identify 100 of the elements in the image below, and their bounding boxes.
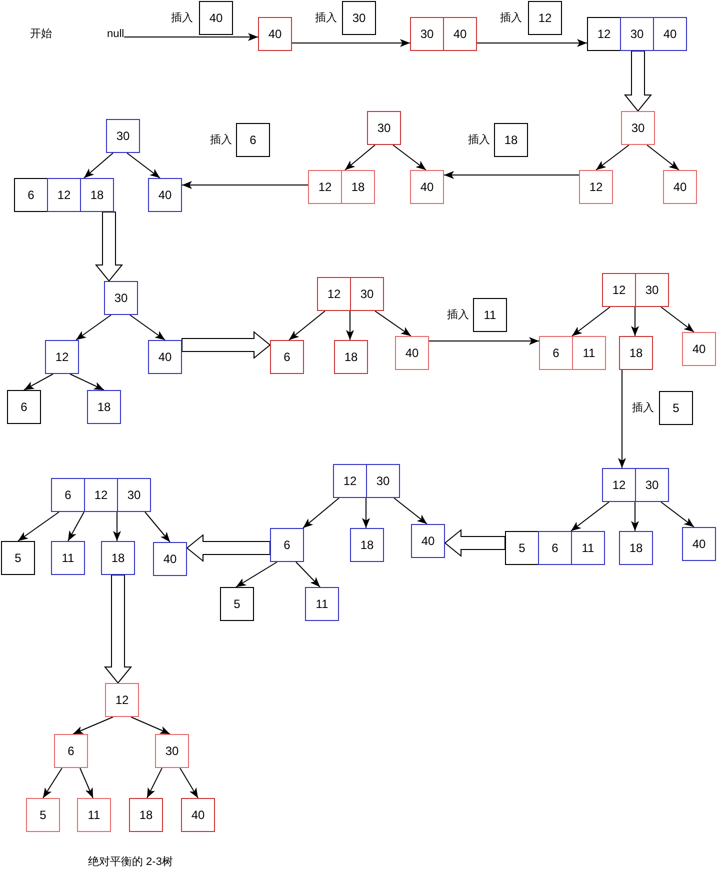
arrow [572,306,610,336]
key-box: 12 [602,468,636,502]
key-box: 30 [620,17,654,51]
key-box: 6 [538,531,572,565]
arrow [80,768,94,798]
block-arrow [94,212,124,282]
key-box: 40 [258,17,292,51]
block-arrow [186,534,270,562]
key-box: 6 [54,734,88,768]
key-box: 12 [308,170,342,204]
key-box: 30 [635,273,669,307]
key-box: 30 [117,478,151,512]
key-box: 12 [587,17,621,51]
key-box: 30 [106,119,140,153]
arrow [476,39,588,47]
key-box: 30 [104,281,138,315]
arrow [631,306,639,336]
block-arrow [182,330,271,360]
key-box: 6 [270,528,304,562]
insert-label: 插入 [500,11,522,25]
arrow [130,716,170,734]
key-box: 12 [317,277,351,311]
key-box: 18 [619,531,653,565]
key-box: 40 [443,17,477,51]
key-box: 5 [220,587,254,621]
arrow [130,314,166,340]
key-box: 6 [7,390,41,424]
key-box: 30 [155,734,189,768]
key-box: 12 [579,170,613,204]
key-box: 30 [366,464,400,498]
key-box: 11 [571,531,605,565]
arrow [42,768,62,798]
key-box: 12 [84,478,118,512]
key-box: 5 [26,798,60,832]
arrow [296,562,320,588]
key-box: 12 [45,340,79,374]
key-box: 30 [621,111,655,145]
insert-label: 插入 [171,11,193,25]
block-arrow [444,528,506,558]
key-box: 30 [367,111,401,145]
arrow [646,144,680,170]
arrow [18,512,60,542]
arrow [444,171,580,179]
key-box: 40 [181,798,215,832]
key-box: 18 [334,340,368,374]
key-box: 11 [473,298,507,332]
arrow [68,512,84,542]
key-box: 40 [410,170,444,204]
key-box: 6 [539,336,573,370]
key-box: 12 [528,1,562,35]
insert-label: 插入 [468,133,490,147]
key-box: 6 [14,178,48,212]
block-arrow [624,50,652,112]
arrow [570,502,610,532]
key-box: 40 [682,527,716,561]
key-box: 18 [101,541,135,575]
insert-label: 插入 [315,11,337,25]
arrow [124,33,258,41]
key-box: 5 [1,541,35,575]
key-box: 40 [148,340,182,374]
key-box: 18 [87,390,121,424]
arrow [84,152,114,178]
arrow [618,370,626,468]
arrow [344,144,376,170]
key-box: 11 [51,541,85,575]
arrow [144,512,170,542]
key-box: 5 [505,531,539,565]
key-box: 40 [682,332,716,366]
key-box: 6 [51,478,85,512]
key-box: 40 [199,1,233,35]
arrow [288,310,326,340]
arrow [292,39,410,47]
arrow [394,498,428,524]
key-box: 18 [129,798,163,832]
arrow [596,144,630,170]
key-box: 18 [80,178,114,212]
arrow [72,716,114,734]
key-box: 12 [333,464,367,498]
insert-label: 插入 [447,308,469,322]
key-box: 18 [350,528,384,562]
arrow [660,502,694,528]
arrow [146,768,162,798]
step-label: 开始 [30,27,52,41]
arrow [70,374,104,390]
caption: 绝对平衡的 2-3树 [88,855,173,869]
key-box: 12 [47,178,81,212]
key-box: 40 [653,17,687,51]
key-box: 30 [410,17,444,51]
arrow [660,306,694,332]
arrow [631,502,639,532]
arrow [24,374,54,390]
key-box: 40 [148,178,182,212]
key-box: 30 [635,468,669,502]
key-box: 12 [105,683,139,717]
key-box: 11 [77,798,111,832]
node-text: null [107,27,124,41]
arrow [362,498,370,528]
arrow [126,152,160,178]
arrow [113,512,121,542]
key-box: 11 [305,587,339,621]
